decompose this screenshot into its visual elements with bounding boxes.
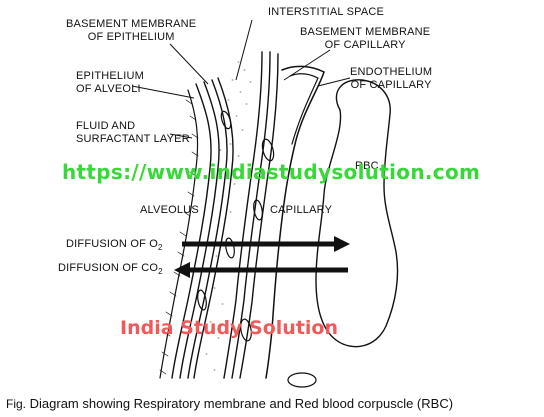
capillary-basement-membrane	[223, 51, 279, 379]
red-blood-cell	[315, 79, 399, 348]
label-interstitial-space: INTERSTITIAL SPACE	[268, 6, 385, 18]
label-epithelium-alveoli: EPITHELIUM OF ALVEOLI	[76, 70, 145, 95]
o2-arrow-head	[334, 236, 350, 252]
label-diffusion-o2: DIFFUSION OF O2	[66, 238, 163, 253]
co2-subscript: 2	[158, 267, 163, 277]
label-rbc: RBC	[355, 160, 379, 172]
cell-nuclei	[197, 110, 317, 388]
label-capillary: CAPILLARY	[270, 204, 333, 216]
label-alveolus: ALVEOLUS	[140, 204, 199, 216]
diffusion-arrows	[174, 236, 350, 278]
co2-arrow-head	[174, 262, 190, 278]
label-basement-membrane-capillary: BASEMENT MEMBRANE OF CAPILLARY	[300, 26, 431, 51]
label-endothelium-capillary: ENDOTHELIUM OF CAPILLARY	[350, 66, 433, 91]
label-diffusion-co2: DIFFUSION OF CO2	[58, 262, 163, 277]
capillary-endothelium	[265, 65, 325, 379]
o2-subscript: 2	[158, 243, 163, 253]
watermark-name: India Study Solution	[120, 317, 338, 339]
leader-lines	[131, 19, 351, 139]
figure-caption: Fig. Diagram showing Respiratory membran…	[6, 396, 453, 411]
caption-prefix: Fig.	[6, 397, 27, 411]
watermark-url: https://www.indiastudysolution.com	[62, 160, 481, 184]
label-fluid-surfactant: FLUID AND SURFACTANT LAYER	[76, 120, 190, 145]
label-basement-membrane-epithelium: BASEMENT MEMBRANE OF EPITHELIUM	[66, 18, 197, 43]
caption-text: Diagram showing Respiratory membrane and…	[26, 396, 454, 411]
